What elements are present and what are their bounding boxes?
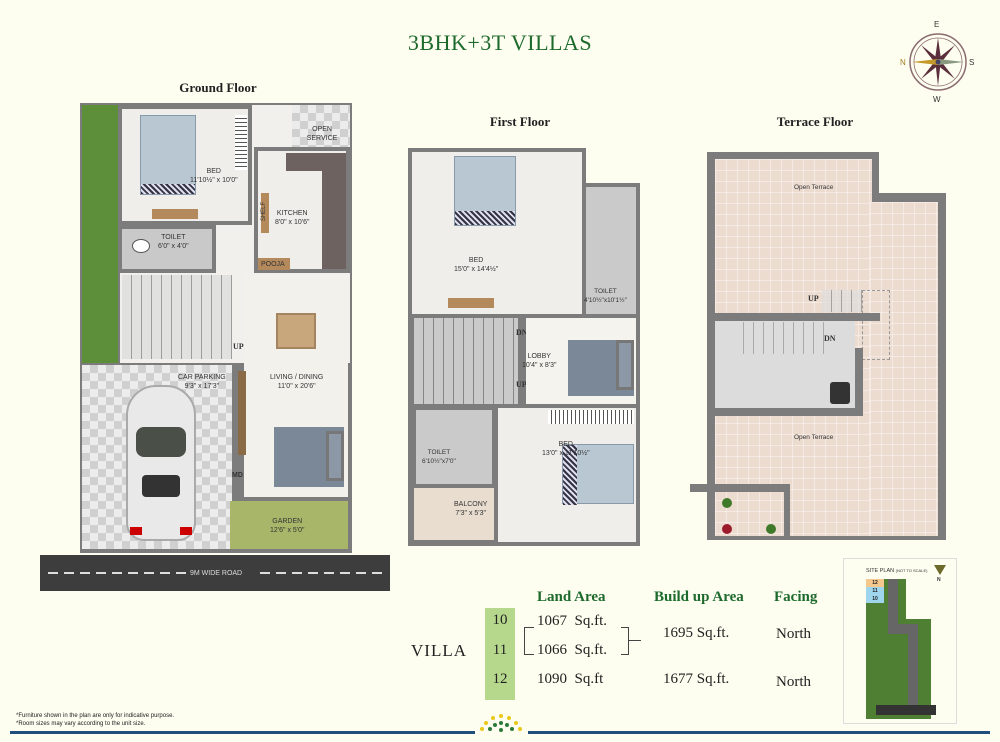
- compass-west: W: [933, 95, 941, 104]
- garden: [230, 501, 348, 549]
- compass: E W N S: [900, 20, 980, 104]
- dn-label: DN: [516, 328, 528, 337]
- staircase: [122, 275, 232, 359]
- washing-machine: [830, 382, 850, 404]
- facing-12: North: [776, 674, 811, 690]
- build-area-10-11: 1695 Sq.ft.: [663, 625, 730, 641]
- first-floor-title: First Floor: [489, 114, 551, 129]
- sofa: [616, 340, 634, 390]
- up-label: UP: [808, 294, 819, 303]
- staircase: [414, 318, 518, 404]
- bottom-rule-right: [528, 731, 990, 734]
- site-north-label: N: [937, 577, 941, 583]
- shelf-label: SHELF: [261, 201, 268, 222]
- open-terrace-bottom-label: Open Terrace: [794, 434, 834, 441]
- land-area-11: 1066 Sq.ft.: [537, 642, 608, 658]
- toilet-1: [582, 183, 640, 318]
- terrace-floor-plan: Open Terrace UP DN Open Terrace: [690, 152, 946, 540]
- open-service-label: OPEN SERVICE: [306, 126, 338, 142]
- sofa: [326, 431, 344, 481]
- open-terrace-top-label: Open Terrace: [794, 184, 834, 191]
- site-plot-11: 11: [866, 587, 884, 595]
- open-service: [292, 105, 350, 147]
- side-lawn: [82, 105, 118, 363]
- site-plot-12: 12: [866, 579, 884, 587]
- toilet-ground: [118, 225, 216, 273]
- main-door-label: MD: [232, 472, 243, 479]
- compass-south: S: [969, 58, 975, 67]
- staircase-up: [822, 290, 862, 312]
- car-icon: [126, 385, 196, 541]
- pooja: [258, 258, 290, 270]
- header-build-area: Build up Area: [654, 589, 744, 605]
- bed-furniture: [562, 444, 634, 505]
- area-table: VILLA Land Area Build up Area Facing 10 …: [400, 585, 840, 700]
- toilet-2: [412, 406, 496, 488]
- compass-rose-icon: [909, 33, 967, 91]
- brand-logo-icon: [480, 714, 522, 732]
- land-area-12: 1090 Sq.ft: [537, 671, 604, 687]
- villa-number: 10: [492, 612, 508, 628]
- ground-floor-title: Ground Floor: [179, 80, 257, 95]
- north-arrow-icon: [934, 565, 946, 575]
- footnotes: *Furniture shown in the plan are only fo…: [16, 712, 174, 728]
- build-area-12: 1677 Sq.ft.: [663, 671, 730, 687]
- flower-icon: [722, 524, 732, 534]
- dining-table: [276, 313, 316, 349]
- dn-label: DN: [824, 334, 836, 343]
- pooja-label: POOJA: [261, 261, 285, 268]
- bottom-rule-left: [10, 731, 475, 734]
- bed-furniture: [454, 156, 516, 226]
- land-area-10: 1067 Sq.ft.: [537, 613, 608, 629]
- facing-10-11: North: [776, 626, 811, 642]
- up-label: UP: [233, 342, 244, 351]
- balcony: [414, 488, 494, 540]
- compass-east: E: [934, 20, 940, 29]
- bed-furniture: [140, 115, 196, 195]
- header-facing: Facing: [774, 589, 818, 605]
- road-label: 9M WIDE ROAD: [190, 570, 243, 577]
- plant-icon: [766, 524, 776, 534]
- footnote: *Furniture shown in the plan are only fo…: [16, 713, 175, 719]
- terrace-floor-title: Terrace Floor: [776, 114, 854, 129]
- header-land-area: Land Area: [537, 589, 606, 605]
- page-title: 3BHK+3T VILLAS: [407, 30, 593, 55]
- site-plan: SITE PLAN (NOT TO SCALE) N 12 11 10: [843, 558, 957, 724]
- villa-number: 12: [492, 671, 508, 687]
- up-label: UP: [516, 380, 527, 389]
- compass-north: N: [900, 58, 906, 67]
- site-plan-title: SITE PLAN (NOT TO SCALE): [866, 568, 928, 574]
- villa-number: 11: [492, 642, 508, 658]
- site-plot-10: 10: [866, 595, 884, 603]
- villa-label: VILLA: [411, 641, 467, 660]
- plant-icon: [722, 498, 732, 508]
- footnote: *Room sizes may vary according to the un…: [16, 721, 146, 727]
- road: 9M WIDE ROAD: [40, 555, 390, 591]
